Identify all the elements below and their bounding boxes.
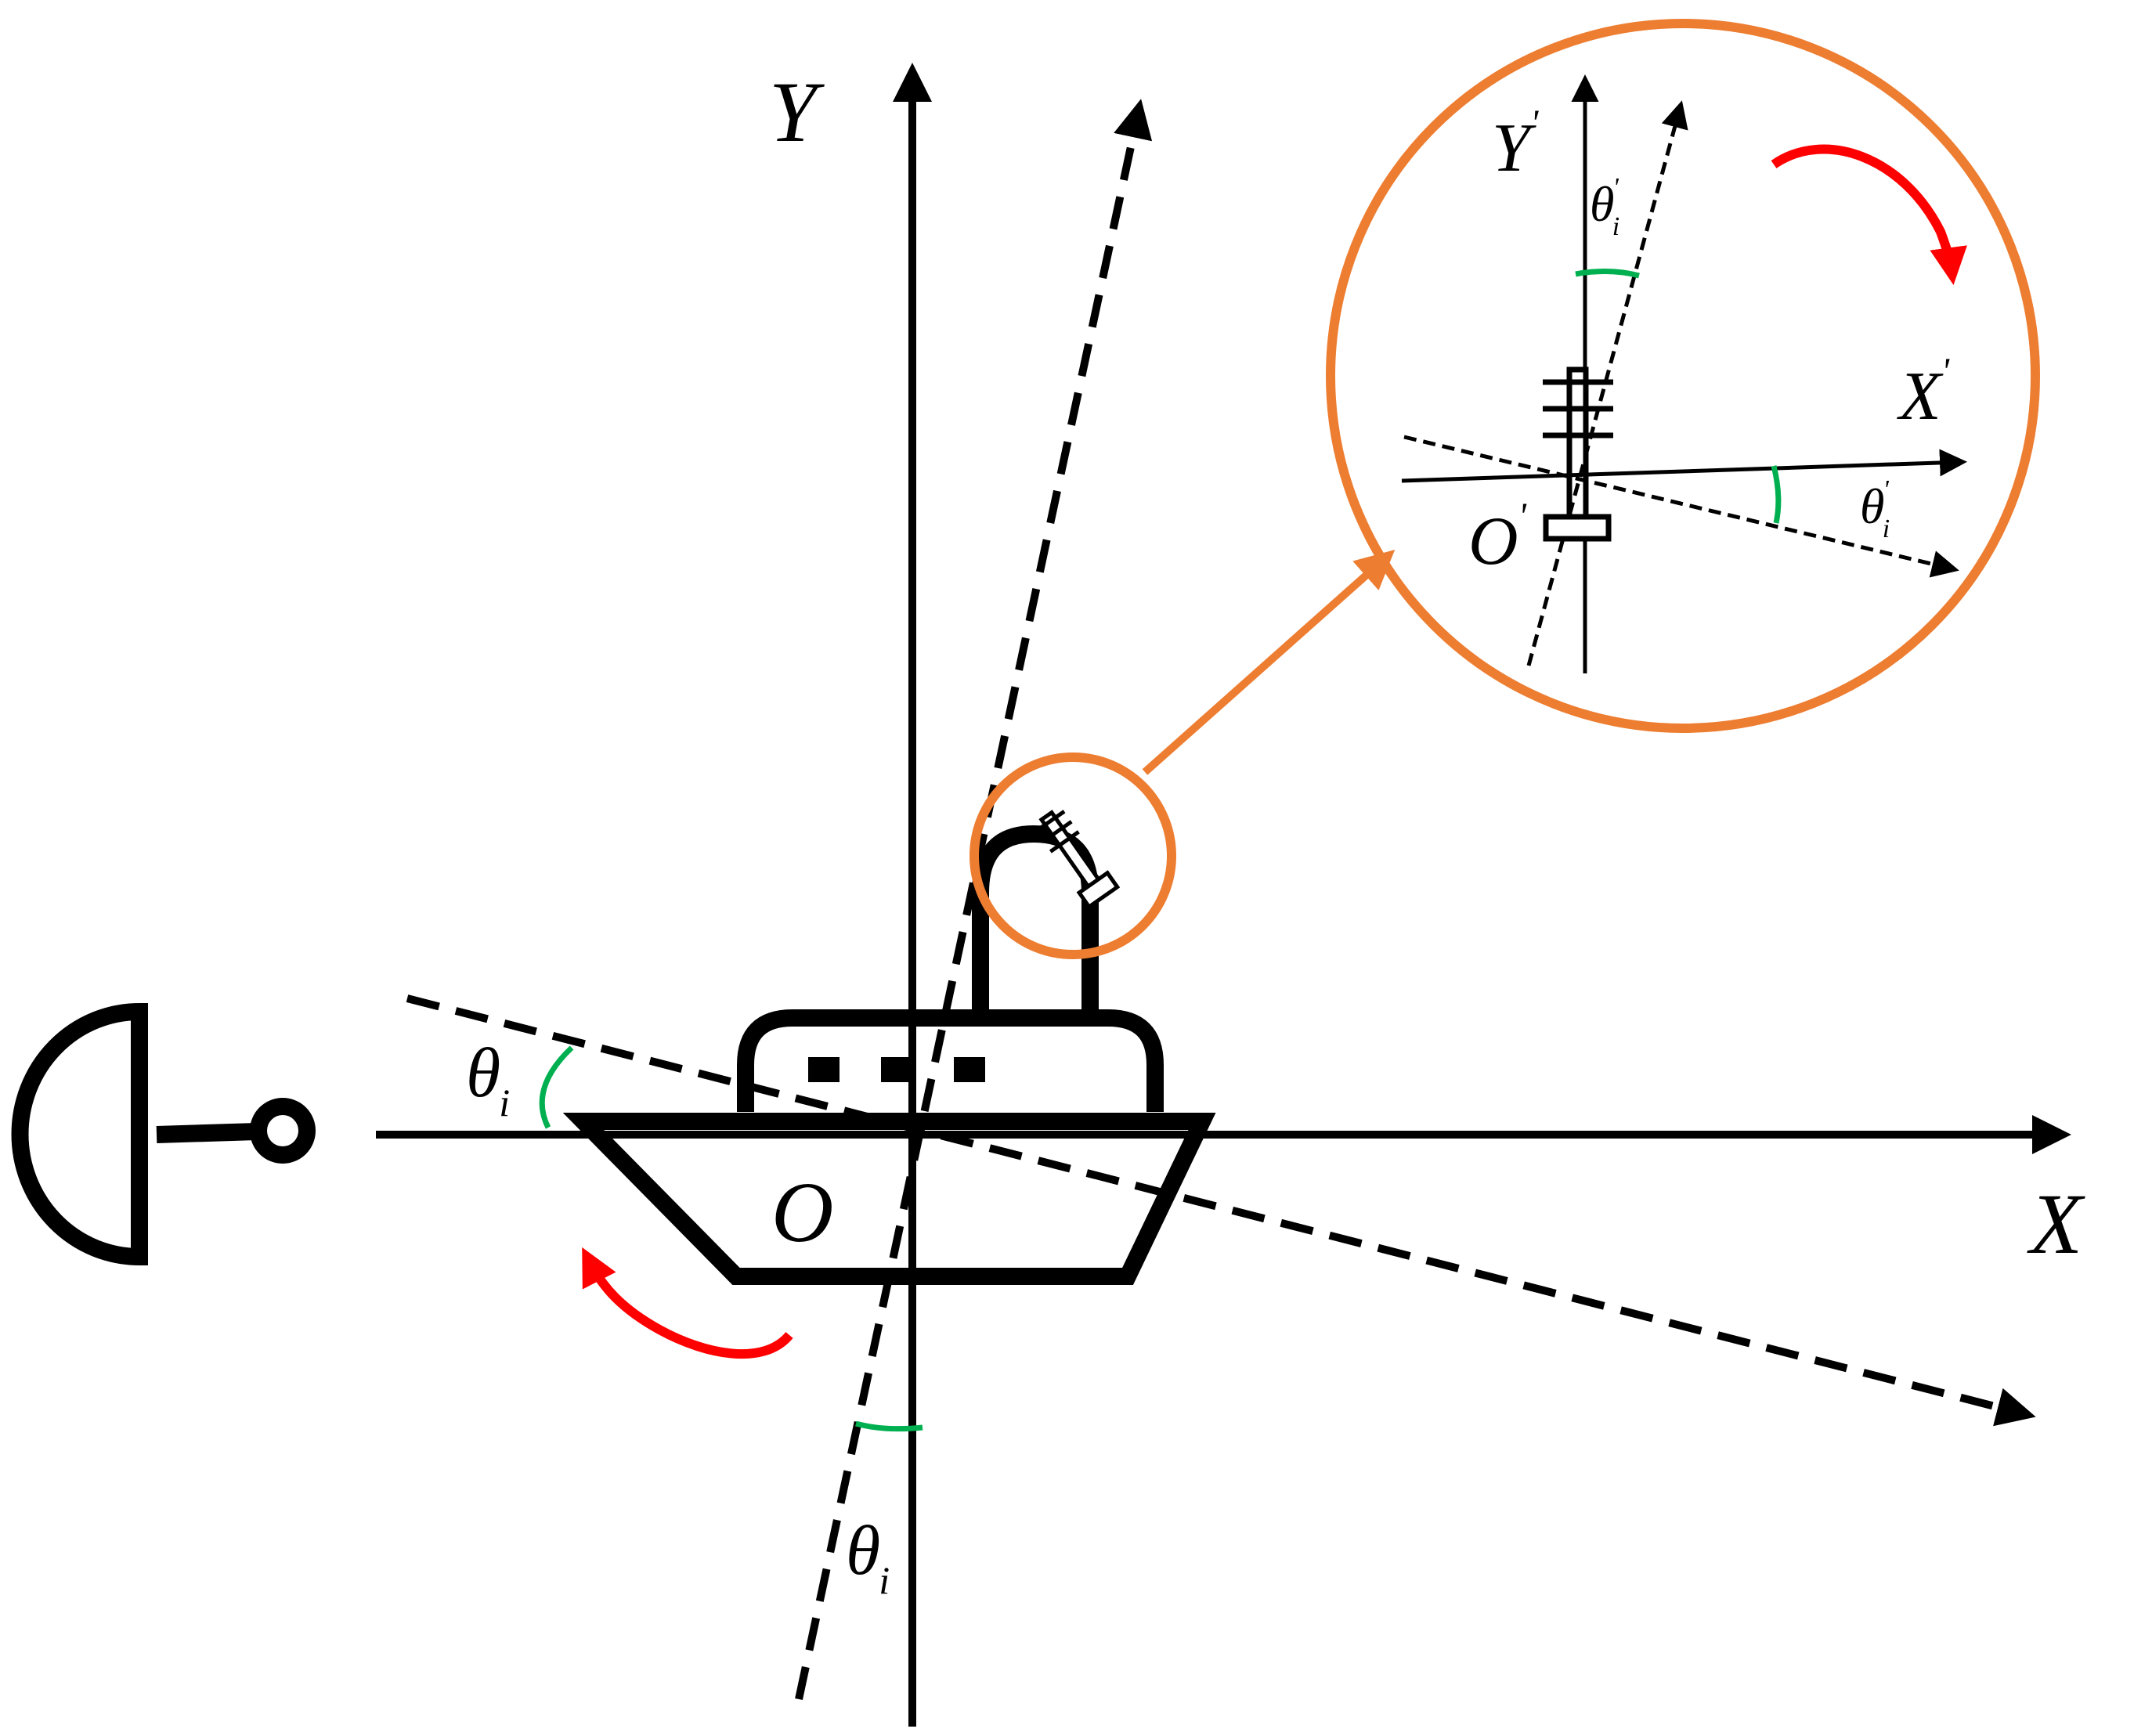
zoom-connector-arrow <box>1142 550 1396 775</box>
origin-label: O <box>771 1164 833 1260</box>
inset-antenna-icon <box>1543 366 1613 542</box>
angle-arcs <box>539 268 1782 1432</box>
inset-y-axis-label: Y' <box>1492 103 1539 186</box>
angle-label-left: θi <box>466 1034 510 1124</box>
inset-x-axis-label: X' <box>1897 351 1950 435</box>
zoom-source-circle <box>970 753 1176 959</box>
rotated-x-axis <box>406 994 2036 1427</box>
x-axis-label: X <box>2027 1176 2085 1272</box>
angle-label-bottom: θi <box>846 1512 890 1602</box>
inset-origin-label: O' <box>1468 496 1527 579</box>
inset-angle-label-right: θ'i <box>1860 475 1890 543</box>
rotation-arrow-main <box>582 1247 793 1359</box>
angle-arc-bottom <box>855 1420 923 1432</box>
antenna-icon <box>1035 810 1121 910</box>
rotation-arrow-inset <box>1771 144 1967 286</box>
inset-rotated-x-axis <box>1403 435 1959 578</box>
ship-windows <box>808 1057 985 1082</box>
zoom-inset-circle <box>1326 19 2040 733</box>
satellite-dish-icon <box>11 1002 316 1266</box>
inset-angle-arc-top <box>1575 268 1640 279</box>
inset-x-axis <box>1401 449 1967 483</box>
y-axis-label: Y <box>769 64 825 160</box>
inset-angle-label-top: θ'i <box>1590 173 1619 241</box>
rotated-y-axis <box>795 99 1153 1701</box>
inset-angle-arc-right <box>1771 465 1782 524</box>
angle-arc-left <box>539 1045 574 1129</box>
ship-icon <box>562 825 1216 1285</box>
